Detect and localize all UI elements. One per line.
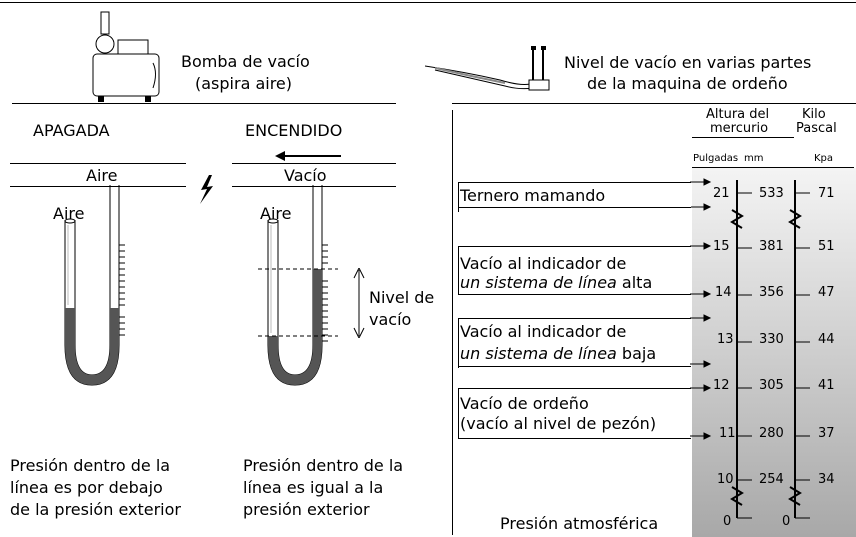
label-atmospheric: Presión atmosférica (500, 514, 659, 533)
scale-in-14: 14 (715, 285, 732, 300)
scale-mm-381: 381 (759, 239, 784, 254)
calf-box-bottom (458, 207, 691, 208)
off-caption-1: Presión dentro de la (10, 456, 171, 475)
col-mercury-2: mercurio (710, 121, 769, 136)
scale-kpa-47: 47 (818, 285, 835, 300)
on-line-top (232, 163, 396, 164)
pointer-arrows (690, 178, 712, 440)
scale-in-21: 21 (713, 186, 730, 201)
low-box-side (458, 318, 459, 368)
machine-subtitle: de la maquina de ordeño (587, 74, 788, 93)
machine-title: Nivel de vacío en varias partes (564, 53, 812, 72)
scale-kpa-44: 44 (818, 332, 835, 347)
scale-in-12: 12 (713, 378, 730, 393)
label-low-2-em: un sistema de línea (460, 344, 617, 363)
level-label-2: vacío (369, 310, 412, 329)
scale-in-10: 10 (717, 472, 734, 487)
pump-title: Bomba de vacío (181, 52, 310, 71)
scale-kpa-71: 71 (818, 186, 835, 201)
scale-gradient (692, 168, 856, 537)
on-caption-2: línea es igual a la (243, 478, 384, 497)
scale-mm-330: 330 (759, 332, 784, 347)
lightning-icon (200, 175, 213, 204)
on-vacuum-label: Vacío (284, 166, 327, 185)
off-caption-2: línea es por debajo (10, 478, 163, 497)
scale-kpa-0: 0 (782, 514, 791, 529)
label-milk-1: Vacío de ordeño (460, 394, 589, 413)
scale-header-line (692, 167, 854, 168)
on-caption-3: presión exterior (243, 500, 370, 519)
label-high-1: Vacío al indicador de (460, 254, 627, 273)
scale-mm-305: 305 (759, 378, 784, 393)
label-milk-2: (vacío al nivel de pezón) (460, 414, 657, 433)
off-u-tube (64, 185, 125, 386)
label-high-2-em: un sistema de línea (460, 273, 617, 292)
scale-in-13: 13 (717, 332, 734, 347)
scale-in-15: 15 (713, 239, 730, 254)
scale-kpa-41: 41 (818, 378, 835, 393)
high-box-side (458, 246, 459, 294)
scale-mm-254: 254 (759, 472, 784, 487)
label-high-2-rest: alta (616, 273, 653, 292)
calf-box-side (458, 182, 459, 212)
left-header-divider (12, 103, 396, 104)
mercury-header-line (692, 137, 794, 138)
off-line-top (10, 163, 186, 164)
off-air-top-label: Aire (86, 166, 118, 185)
frame-top (0, 2, 856, 3)
off-air-tube-label: Aire (53, 204, 85, 223)
sub-kpa: Kpa (814, 153, 834, 164)
label-calf: Ternero mamando (460, 186, 606, 205)
milk-box-bottom (458, 438, 691, 439)
scale-kpa-34: 34 (818, 472, 835, 487)
on-label: ENCENDIDO (245, 121, 343, 140)
scale-mm-356: 356 (759, 285, 784, 300)
sub-inches: Pulgadas (693, 153, 739, 164)
on-caption-1: Presión dentro de la (243, 456, 404, 475)
label-low-1: Vacío al indicador de (460, 322, 627, 341)
column-separator (452, 110, 453, 535)
off-line-bottom (10, 186, 186, 187)
scale-mm-280: 280 (759, 426, 784, 441)
arrow-left-icon (275, 151, 341, 161)
label-low-2-rest: baja (616, 344, 657, 363)
col-mercury-1: Altura del (706, 107, 770, 122)
on-air-tube-label: Aire (260, 204, 292, 223)
pump-subtitle: (aspira aire) (195, 74, 293, 93)
off-label: APAGADA (33, 121, 110, 140)
scale-kpa-37: 37 (818, 426, 835, 441)
col-kpa-2: Pascal (796, 121, 837, 136)
right-header-divider (452, 103, 856, 104)
off-caption-3: de la presión exterior (10, 500, 181, 519)
low-box-top (458, 318, 691, 319)
on-line-bottom (232, 186, 396, 187)
milking-hose-icon (425, 46, 550, 91)
level-double-arrow-icon (353, 268, 365, 338)
level-label-1: Nivel de (369, 288, 435, 307)
high-box-top (458, 246, 691, 247)
label-high-2: un sistema de línea alta (460, 273, 652, 292)
high-box-bottom (458, 294, 691, 295)
calf-box-top (458, 182, 691, 183)
label-low-2: un sistema de línea baja (460, 344, 656, 363)
scale-in-11: 11 (719, 426, 736, 441)
low-box-bottom (458, 366, 691, 367)
vacuum-pump-icon (92, 11, 160, 102)
scale-in-0: 0 (723, 514, 732, 529)
scale-kpa-51: 51 (818, 239, 835, 254)
on-u-tube (258, 185, 338, 386)
col-kpa-1: Kilo (802, 107, 826, 122)
milk-box-side (458, 388, 459, 438)
scale-mm-533: 533 (759, 186, 784, 201)
milk-box-top (458, 388, 691, 389)
sub-mm: mm (744, 153, 764, 164)
pressure-scale (730, 180, 810, 519)
